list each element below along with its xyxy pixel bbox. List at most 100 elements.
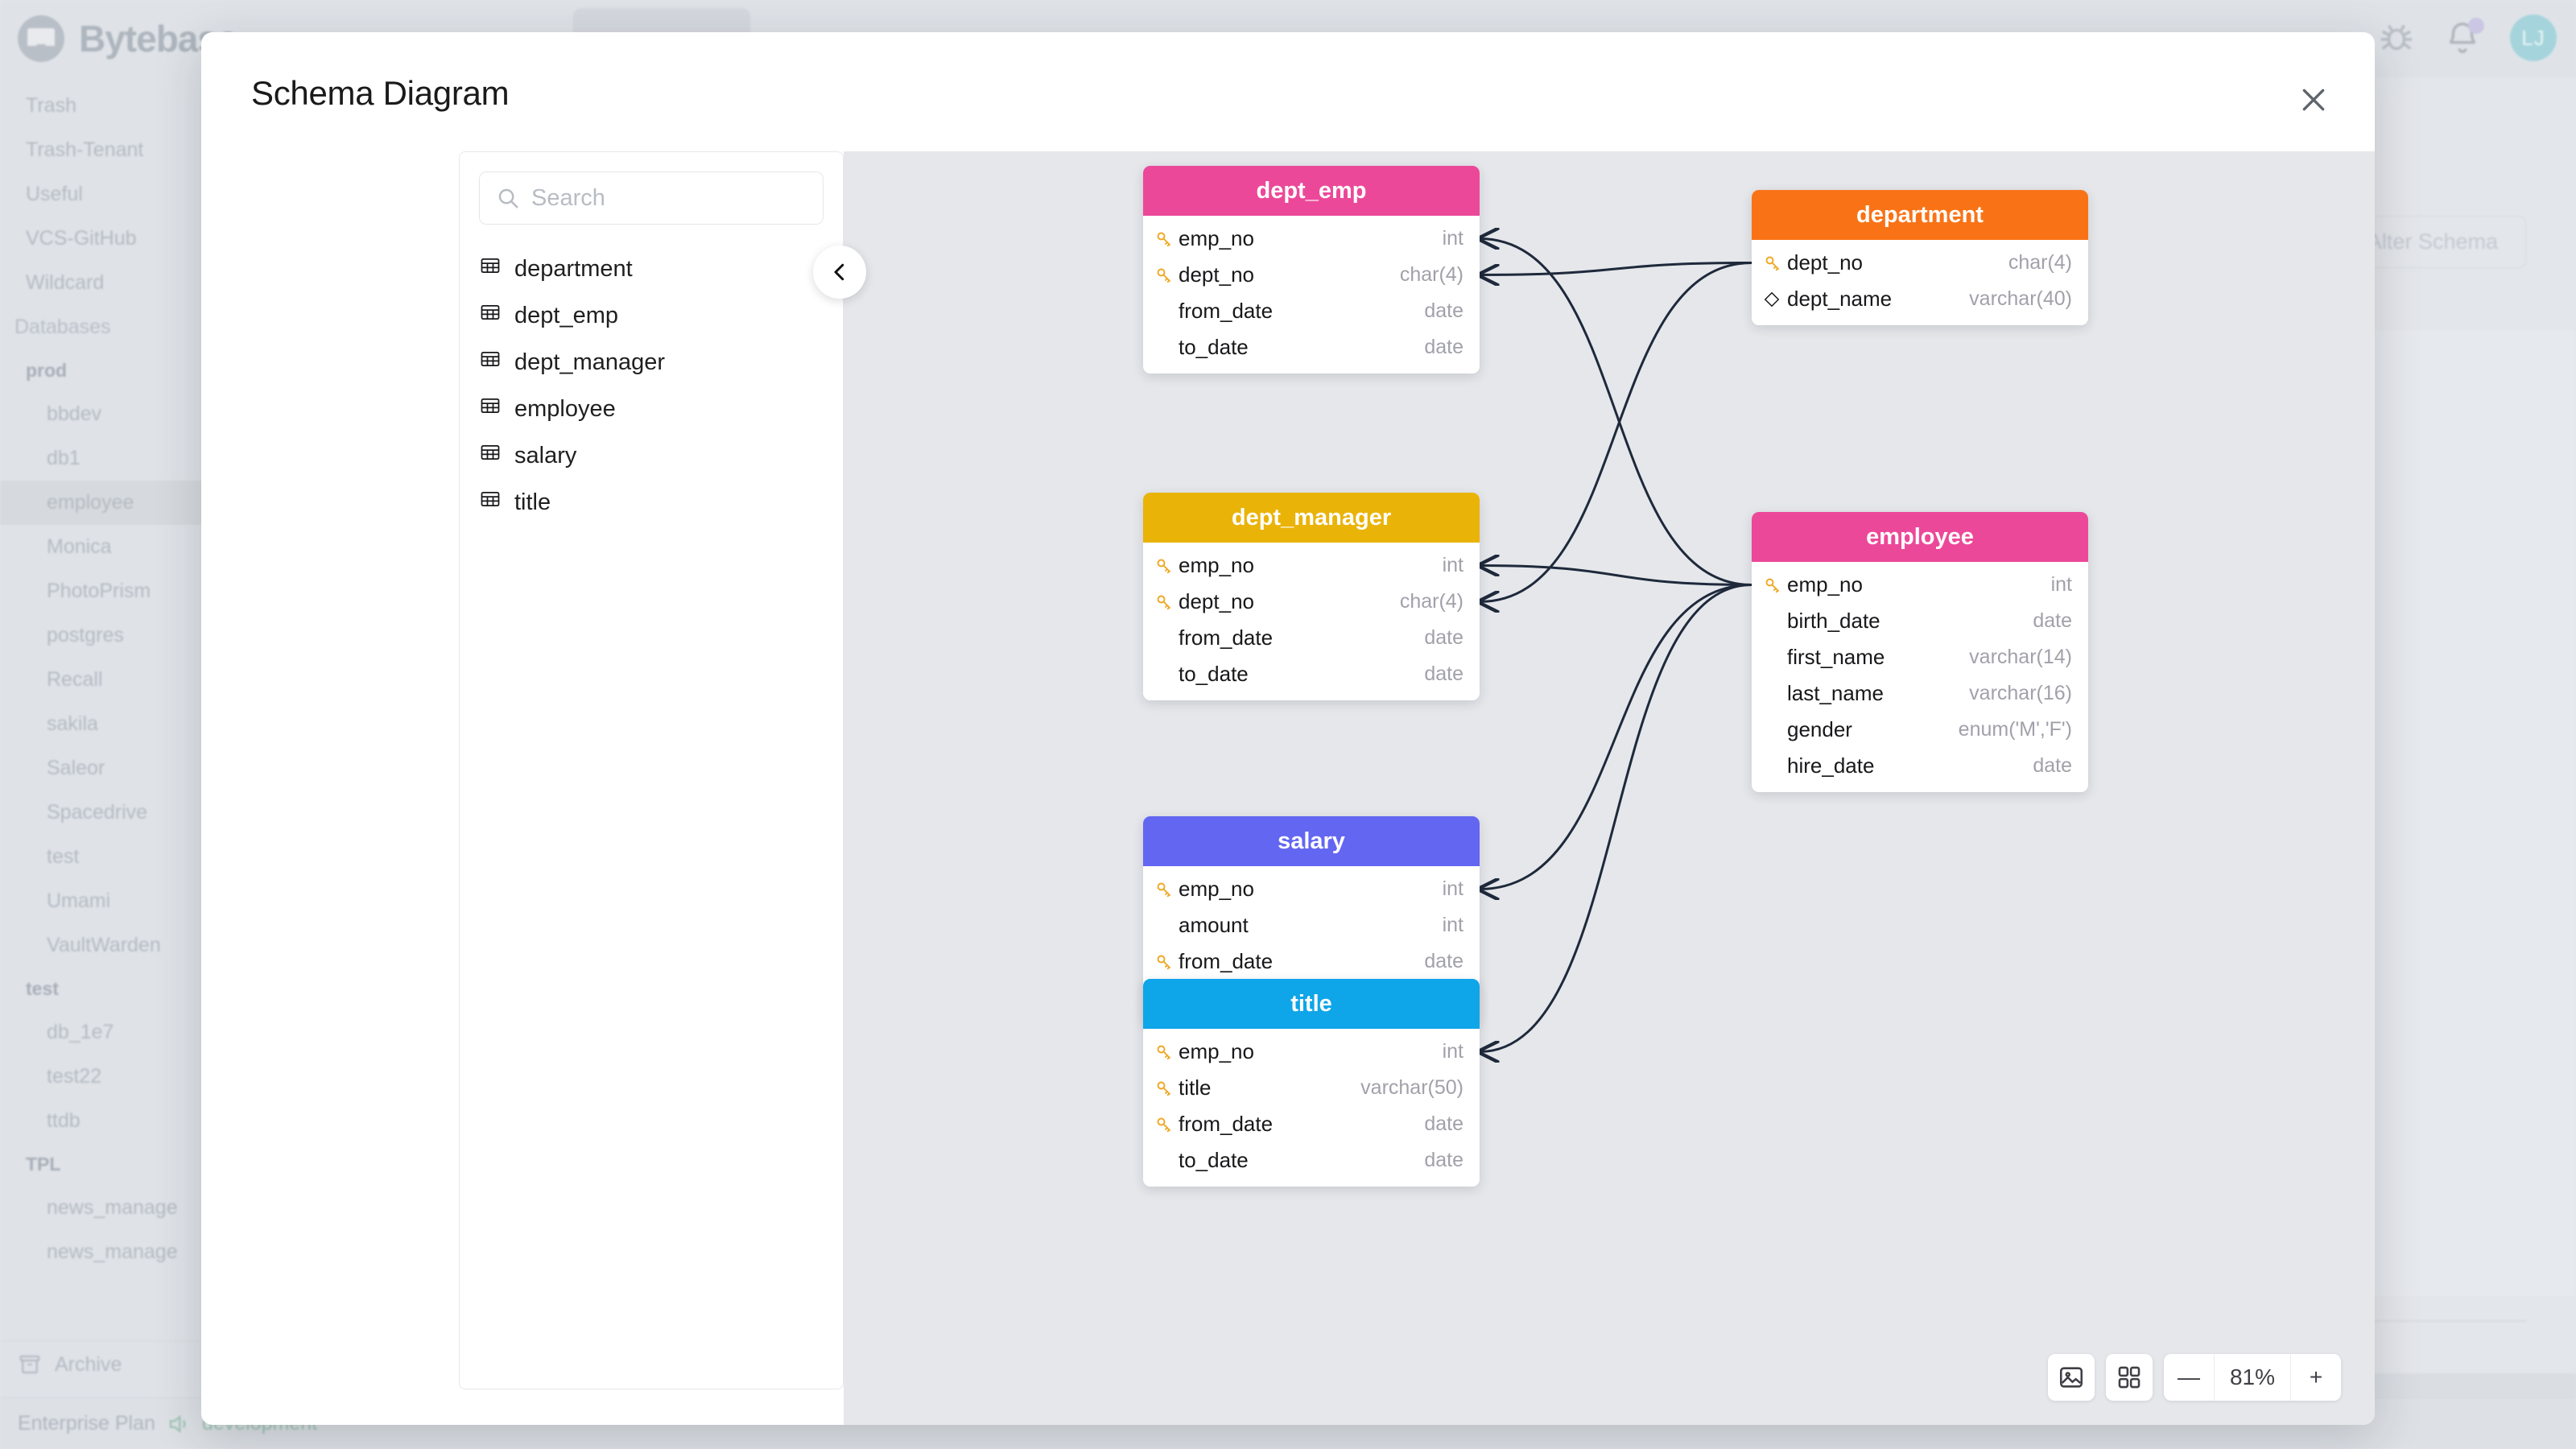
sidebar-item-saleor[interactable]: Saleor [47, 757, 105, 779]
key-icon [1154, 592, 1179, 612]
bug-icon[interactable] [2378, 19, 2415, 56]
sidebar-item-ttdb[interactable]: ttdb [47, 1109, 80, 1132]
schema-diagram-modal: Schema Diagram department dept_emp dept_… [201, 32, 2375, 1425]
alter-schema-button[interactable]: Alter Schema [2339, 216, 2526, 268]
sidebar-item-bbdev[interactable]: bbdev [47, 402, 102, 425]
table-list-item-label: dept_emp [514, 302, 618, 328]
index-diamond-icon [1763, 291, 1787, 308]
column-type: int [1442, 877, 1463, 900]
edge-title.emp_no-to-employee.emp_no [1480, 584, 1752, 1052]
sidebar-item-archive[interactable]: Archive [0, 1340, 208, 1388]
column-name: dept_name [1787, 287, 1893, 311]
table-list-item-department[interactable]: department [460, 246, 843, 292]
sidebar-item-test[interactable]: test [26, 978, 59, 999]
column-type: varchar(14) [1969, 646, 2072, 668]
sidebar-item-vcs-github[interactable]: VCS-GitHub [26, 227, 137, 250]
table-list-item-dept_emp[interactable]: dept_emp [460, 292, 843, 339]
sidebar-item-trash-tenant[interactable]: Trash-Tenant [26, 138, 144, 161]
sidebar-item-test22[interactable]: test22 [47, 1065, 102, 1088]
column-name: from_date [1179, 625, 1274, 650]
sidebar-item-spacedrive[interactable]: Spacedrive [47, 801, 148, 824]
zoom-level-label: 81% [2214, 1354, 2291, 1401]
zoom-toolbar: — 81% + [2048, 1354, 2341, 1401]
table-list-item-employee[interactable]: employee [460, 386, 843, 432]
column-type: date [1424, 299, 1463, 322]
table-list-item-label: employee [514, 395, 616, 422]
table-list-item-salary[interactable]: salary [460, 432, 843, 479]
column-name: dept_no [1179, 589, 1254, 613]
sidebar-item-test[interactable]: test [47, 845, 80, 868]
grid-layout-icon[interactable] [2106, 1354, 2153, 1401]
sidebar-item-prod[interactable]: prod [26, 360, 68, 381]
sidebar-item-news-manage[interactable]: news_manage [47, 1241, 178, 1263]
sidebar-item-tpl[interactable]: TPL [26, 1154, 61, 1174]
sidebar-item-vaultwarden[interactable]: VaultWarden [47, 934, 161, 956]
image-export-icon[interactable] [2048, 1354, 2095, 1401]
search-input[interactable] [531, 184, 807, 212]
sidebar-item-trash[interactable]: Trash [26, 94, 76, 117]
bell-icon[interactable] [2444, 18, 2484, 56]
column-type: date [2033, 754, 2072, 777]
table-node-title: salary [1143, 816, 1480, 866]
sidebar-item-useful[interactable]: Useful [26, 183, 83, 205]
sidebar-item-monica[interactable]: Monica [47, 535, 112, 558]
column-name: title [1179, 1075, 1212, 1100]
sidebar-item-wildcard[interactable]: Wildcard [26, 271, 105, 294]
sidebar-item-photoprism[interactable]: PhotoPrism [47, 580, 151, 602]
zoom-in-button[interactable]: + [2309, 1364, 2323, 1389]
column-name: emp_no [1787, 572, 1863, 597]
close-icon[interactable] [2291, 77, 2336, 122]
sidebar-item-db1[interactable]: db1 [47, 447, 80, 469]
column-type: date [1424, 1113, 1463, 1135]
search-box[interactable] [479, 171, 824, 225]
sidebar-item-umami[interactable]: Umami [47, 890, 111, 912]
sidebar-item-recall[interactable]: Recall [47, 668, 103, 691]
table-list-item-title[interactable]: title [460, 479, 843, 526]
table-list-item-label: department [514, 255, 633, 282]
sidebar-item-sakila[interactable]: sakila [47, 712, 98, 735]
zoom-out-button[interactable]: — [2178, 1364, 2200, 1389]
archive-label: Archive [55, 1352, 122, 1376]
sidebar-item-news-manage[interactable]: news_manage [47, 1196, 178, 1219]
avatar[interactable]: LJ [2510, 14, 2557, 61]
sidebar-item-db-1e7[interactable]: db_1e7 [47, 1021, 114, 1043]
sidebar-item-postgres[interactable]: postgres [47, 624, 124, 646]
column-type: char(4) [1399, 263, 1463, 286]
collapse-panel-button[interactable] [813, 246, 866, 299]
sidebar-item-employee[interactable]: employee [0, 481, 208, 525]
page-title: Schema Diagram [251, 74, 510, 112]
table-list-item-dept_manager[interactable]: dept_manager [460, 339, 843, 386]
edge-dept_manager.emp_no-to-employee.emp_no [1480, 566, 1752, 586]
key-icon [1154, 556, 1179, 576]
